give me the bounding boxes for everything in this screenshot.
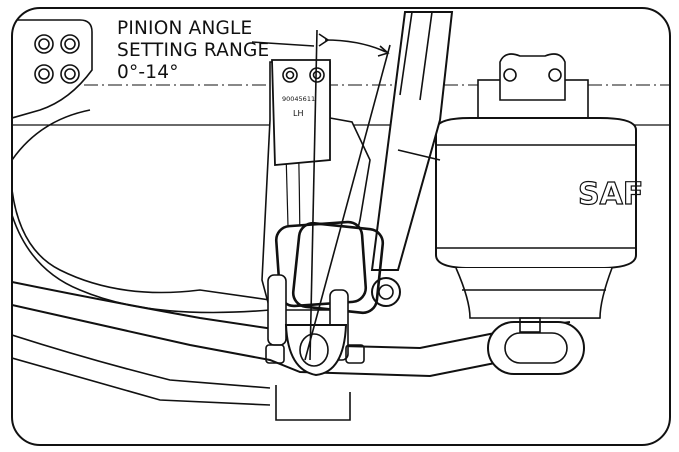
pinion-angle-lines: [251, 29, 391, 361]
air-spring: [435, 53, 637, 333]
tag-part-number: 90045611: [282, 95, 315, 103]
callout-line-1: PINION ANGLE: [117, 18, 253, 39]
air-spring-logo: SAF: [578, 177, 643, 212]
pinion-angle-callout: PINION ANGLE SETTING RANGE 0°-14°: [117, 18, 269, 84]
callout-line-2: SETTING RANGE: [117, 40, 270, 61]
axle-clamp: [265, 274, 365, 421]
callout-line-3: 0°-14°: [117, 62, 179, 83]
left-hanger-plate: [12, 19, 93, 120]
tag-side-label: LH: [293, 109, 303, 118]
